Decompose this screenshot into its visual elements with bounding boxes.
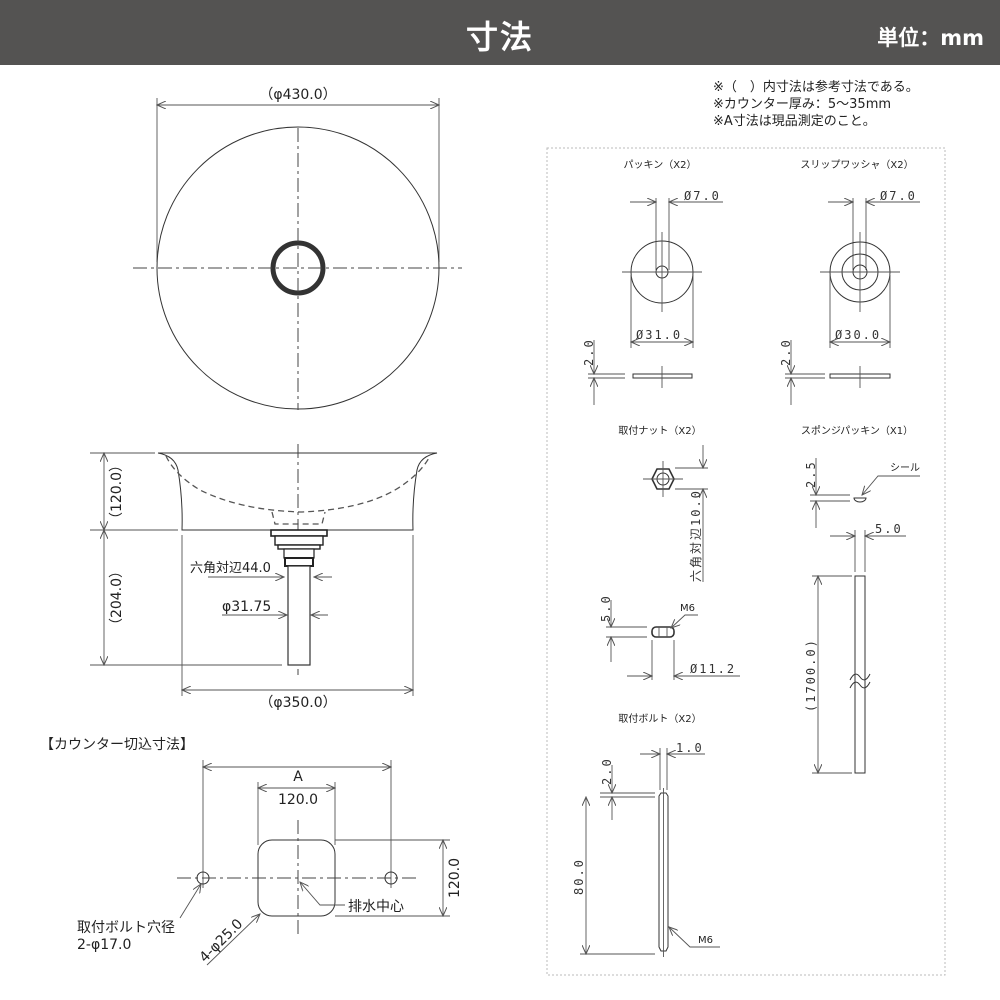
sponge-part: スポンジパッキン（X1） 2.5 シール 5.0 (1700.0) [801, 425, 920, 773]
nut-part: 取付ナット（X2） 六角対辺10.0 5.0 M6 Ø11.2 [599, 424, 740, 680]
packing-outer-label: Ø31.0 [636, 328, 682, 342]
note-3: ※A寸法は現品測定のこと。 [713, 114, 876, 129]
bolt-diameter-label: 1.0 [676, 741, 704, 755]
nut-hex-label: 六角対辺10.0 [689, 489, 703, 582]
bolt-thread-label: M6 [698, 935, 713, 946]
notes: ※（ ）内寸法は参考寸法である。 ※カウンター厚み：5〜35mm ※A寸法は現品… [713, 79, 919, 129]
section-view: （120.0） （204.0） 六角対辺44.0 φ31.75 （φ350.0） [90, 444, 438, 711]
counter-cutout: 【カウンター切込寸法】 A 120.0 120.0 取付ボルト穴径 2-φ17.… [40, 737, 463, 966]
bolt-hole-value: 2-φ17.0 [77, 937, 131, 953]
drain-height-label: （204.0） [109, 564, 125, 632]
top-diameter-label: （φ430.0） [259, 87, 336, 103]
note-2: ※カウンター厚み：5〜35mm [713, 97, 891, 112]
sponge-title: スポンジパッキン（X1） [801, 425, 913, 437]
cutout-width-label: 120.0 [278, 792, 318, 808]
washer-thickness-label: 2.0 [779, 338, 793, 366]
sponge-width-label: 5.0 [875, 522, 903, 536]
packing-inner-label: Ø7.0 [684, 189, 721, 203]
note-1: ※（ ）内寸法は参考寸法である。 [713, 79, 919, 95]
corner-radius-label: 4-φ25.0 [197, 916, 247, 966]
parts-panel: パッキン（X2） Ø7.0 Ø31.0 2.0 スリップワッシャ（X2） Ø7.… [546, 147, 946, 976]
drain-center-label: 排水中心 [348, 899, 404, 915]
bolt-length-label: 80.0 [572, 858, 586, 895]
washer-title: スリップワッシャ（X2） [800, 159, 913, 171]
bowl-height-label: （120.0） [109, 458, 125, 526]
bolt-part: 取付ボルト（X2） 1.0 2.0 80.0 M6 [572, 712, 720, 957]
hex-label: 六角対辺44.0 [190, 561, 271, 576]
page-title: 寸法 [465, 18, 534, 56]
packing-title: パッキン（X2） [624, 159, 697, 171]
bolt-hole-label: 取付ボルト穴径 [77, 920, 175, 936]
nut-title: 取付ナット（X2） [618, 424, 701, 437]
nut-diameter-label: Ø11.2 [690, 662, 736, 676]
top-view: （φ430.0） [133, 87, 462, 410]
bolt-title: 取付ボルト（X2） [618, 712, 701, 725]
nut-thread-label: M6 [680, 603, 695, 614]
bolt-tip-label: 2.0 [600, 757, 614, 785]
sponge-thickness-label: 2.5 [804, 460, 818, 488]
nut-height-label: 5.0 [599, 594, 613, 622]
packing-part: パッキン（X2） Ø7.0 Ø31.0 2.0 [582, 159, 723, 405]
bottom-diameter-label: （φ350.0） [259, 695, 336, 711]
cutout-title: 【カウンター切込寸法】 [40, 737, 194, 753]
a-label: A [293, 769, 303, 785]
cutout-height-label: 120.0 [447, 858, 463, 898]
unit-label: 単位：mm [877, 26, 984, 50]
washer-part: スリップワッシャ（X2） Ø7.0 Ø30.0 2.0 [779, 159, 920, 405]
pipe-diameter-label: φ31.75 [222, 599, 271, 615]
sponge-seal-label: シール [890, 463, 920, 474]
header-bar: 寸法 単位：mm [0, 0, 1000, 65]
washer-outer-label: Ø30.0 [835, 328, 881, 342]
washer-inner-label: Ø7.0 [880, 189, 917, 203]
sponge-length-label: (1700.0) [804, 638, 818, 712]
packing-thickness-label: 2.0 [582, 338, 596, 366]
